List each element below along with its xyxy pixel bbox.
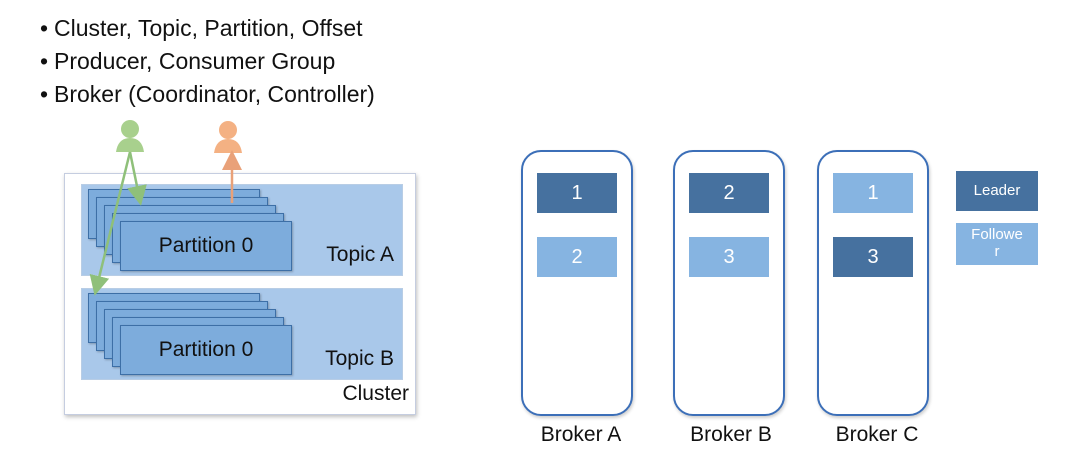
partition-2-leader: 2 <box>689 173 769 213</box>
legend-follower-line2: r <box>994 243 1000 260</box>
bullet-item: •Producer, Consumer Group <box>40 48 336 74</box>
producer-icon <box>214 121 242 153</box>
partition-1-follower: 1 <box>833 173 913 213</box>
partition-0-card: Partition 0 <box>120 221 292 271</box>
broker-c: 1 3 <box>817 150 929 416</box>
topic-a-label: Topic A <box>326 243 394 266</box>
broker-b-label: Broker B <box>690 423 772 446</box>
legend-follower: Followe r <box>956 223 1038 265</box>
topic-b-box: Partition 0 Topic B <box>81 288 403 380</box>
partition-0-card: Partition 0 <box>120 325 292 375</box>
broker-c-label: Broker C <box>835 423 919 446</box>
topic-a-box: Partition 0 Topic A <box>81 184 403 276</box>
cluster-box: Partition 0 Topic A Partition 0 Topic B … <box>64 173 416 415</box>
broker-b: 2 3 <box>673 150 785 416</box>
cluster-label: Cluster <box>342 382 409 405</box>
legend-follower-line1: Followe <box>971 226 1023 243</box>
broker-a-label: Broker A <box>540 423 622 446</box>
bullet-list: •Cluster, Topic, Partition, Offset •Prod… <box>40 12 375 111</box>
partition-3-follower: 3 <box>689 237 769 277</box>
partition-2-follower: 2 <box>537 237 617 277</box>
partition-3-leader: 3 <box>833 237 913 277</box>
topic-b-label: Topic B <box>325 347 394 370</box>
broker-a: 1 2 <box>521 150 633 416</box>
bullet-item: •Broker (Coordinator, Controller) <box>40 81 375 107</box>
legend-leader: Leader <box>956 171 1038 211</box>
partition-1-leader: 1 <box>537 173 617 213</box>
consumer-icon <box>116 120 144 152</box>
bullet-item: •Cluster, Topic, Partition, Offset <box>40 15 363 41</box>
